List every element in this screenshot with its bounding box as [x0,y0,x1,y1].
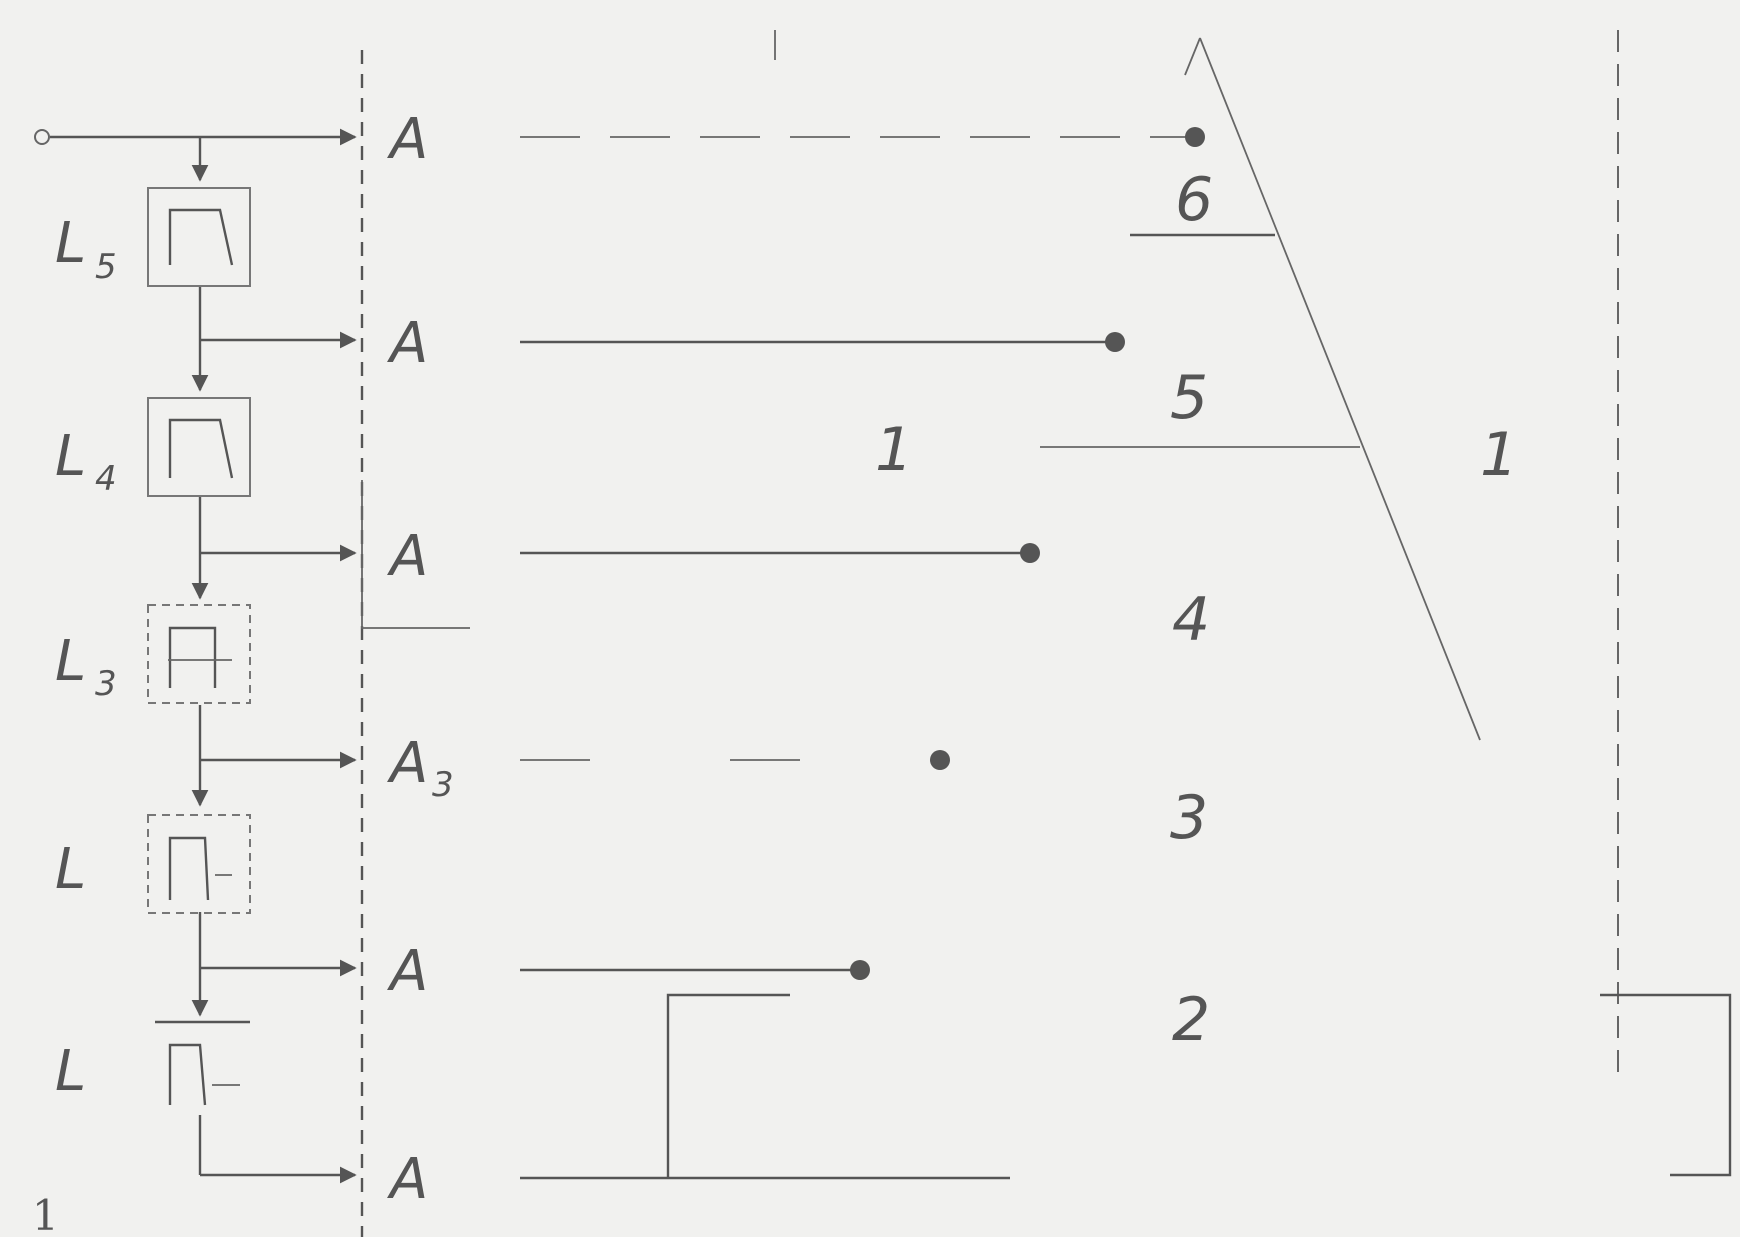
svg-text:L: L [55,424,86,489]
svg-text:A: A [387,939,428,1004]
output-label-a6: A [387,107,428,172]
side-label-left: 1 [875,415,913,485]
filter-label-l2: L [55,837,86,902]
svg-text:L: L [55,629,86,694]
filter-box-l1 [155,1020,250,1106]
level-dot-2 [850,960,870,980]
level-dot-4 [1020,543,1040,563]
svg-text:A: A [387,731,428,796]
filter-box-l3 [147,604,251,704]
region-label-4: 4 [1172,585,1210,655]
level-dot-3 [930,750,950,770]
svg-text:L: L [55,837,86,902]
region-label-2: 2 [1172,985,1210,1055]
svg-text:L: L [55,211,86,276]
svg-text:A: A [387,107,428,172]
output-label-a3: A 3 [387,731,454,805]
svg-text:A: A [387,311,428,376]
level-dot-5 [1105,332,1125,352]
svg-text:3: 3 [95,664,117,704]
output-label-a4: A [387,524,428,589]
level-dot-6 [1185,127,1205,147]
region-label-5: 5 [1170,363,1208,433]
side-label-right: 1 [1480,420,1518,490]
svg-text:A: A [387,524,428,589]
output-label-a5: A [387,311,428,376]
output-bracket [361,480,470,629]
svg-text:L: L [55,1039,86,1104]
region-label-3: 3 [1170,783,1208,853]
envelope-line [1199,37,1481,741]
svg-text:4: 4 [95,459,117,499]
svg-text:3: 3 [432,765,454,805]
svg-text:A: A [387,1147,428,1212]
filter-label-l3: L 3 [55,629,117,704]
right-bracket [1600,993,1732,1177]
output-label-a1: A [387,1147,428,1212]
svg-text:5: 5 [95,247,117,287]
filter-box-l4 [147,397,251,497]
filter-label-l4: L 4 [55,424,117,499]
filter-box-l5 [147,187,251,287]
base-step [666,993,790,1178]
filter-label-l5: L 5 [55,211,117,287]
figure-number: 1 [32,1191,59,1237]
filter-box-l2 [147,814,251,914]
input-terminal [34,129,50,145]
region-label-6: 6 [1175,165,1213,235]
envelope-tip [1184,37,1201,76]
filter-label-l1: L [55,1039,86,1104]
output-label-a2: A [387,939,428,1004]
